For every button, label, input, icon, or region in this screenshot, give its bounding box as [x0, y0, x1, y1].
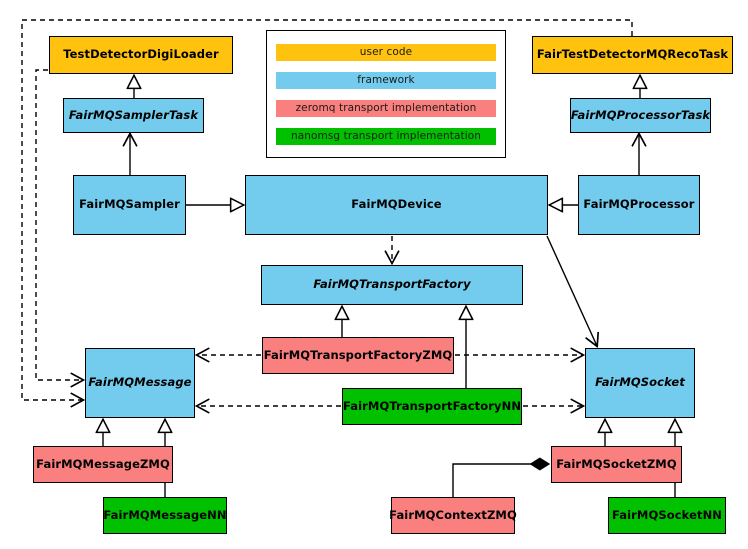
class-node-FairMQMessageNN[interactable]: FairMQMessageNN [103, 497, 227, 534]
class-node-FairMQContextZMQ[interactable]: FairMQContextZMQ [389, 497, 517, 534]
legend-item-zeromq: zeromq transport implementation [276, 99, 496, 117]
class-node-FairMQProcessorTask[interactable]: FairMQProcessorTask [570, 98, 711, 133]
legend-item-nanomsg: nanomsg transport implementation [276, 127, 496, 145]
class-node-FairMQDevice[interactable]: FairMQDevice [245, 175, 548, 235]
class-node-FairTestDetectorMQRecoTask[interactable]: FairTestDetectorMQRecoTask [532, 36, 733, 74]
class-node-FairMQMessage[interactable]: FairMQMessage [85, 348, 195, 418]
edge-contextzmq-to-socketzmq [452, 464, 549, 497]
class-node-FairMQSocketNN[interactable]: FairMQSocketNN [608, 497, 726, 534]
legend: user code framework zeromq transport imp… [266, 30, 506, 158]
legend-item-framework: framework [276, 71, 496, 89]
class-node-FairMQTransportFactoryZMQ[interactable]: FairMQTransportFactoryZMQ [262, 337, 454, 374]
edge-device-to-socket [546, 235, 597, 346]
class-node-TestDetectorDigiLoader[interactable]: TestDetectorDigiLoader [49, 36, 233, 74]
class-node-FairMQMessageZMQ[interactable]: FairMQMessageZMQ [33, 446, 173, 483]
class-node-FairMQProcessor[interactable]: FairMQProcessor [578, 175, 700, 235]
legend-item-user-code: user code [276, 43, 496, 61]
class-node-FairMQTransportFactory[interactable]: FairMQTransportFactory [261, 265, 523, 305]
class-node-FairMQSocket[interactable]: FairMQSocket [585, 348, 695, 418]
class-node-FairMQSampler[interactable]: FairMQSampler [73, 175, 186, 235]
class-node-FairMQSamplerTask[interactable]: FairMQSamplerTask [63, 98, 204, 133]
class-node-FairMQTransportFactoryNN[interactable]: FairMQTransportFactoryNN [342, 388, 522, 425]
class-node-FairMQSocketZMQ[interactable]: FairMQSocketZMQ [551, 446, 682, 483]
